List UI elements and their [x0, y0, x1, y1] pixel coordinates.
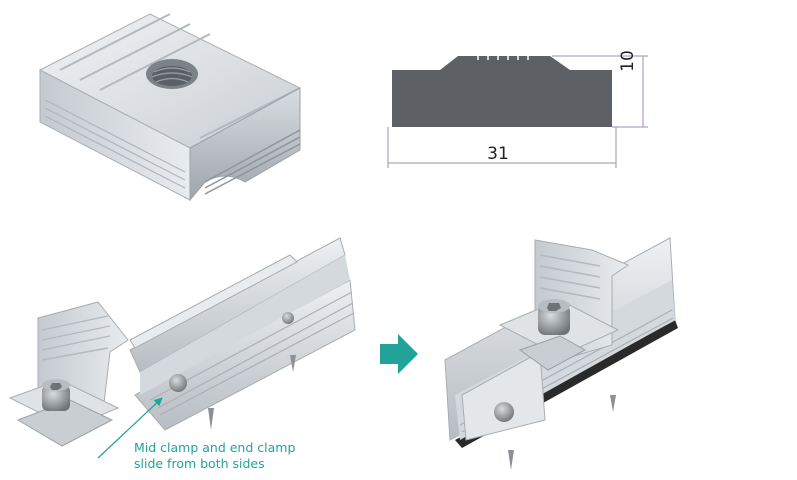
rail-assembly-before: [8, 237, 356, 447]
pointer-arrow-icon: [97, 397, 163, 459]
caption-line-2: slide from both sides: [134, 456, 265, 471]
profile-shape: [392, 56, 612, 127]
end-clamp: [8, 301, 129, 447]
right-arrow-icon: [380, 334, 418, 374]
mid-clamp-screw: [538, 305, 570, 335]
slide-caption: Mid clamp and end clamp slide from both …: [134, 440, 295, 472]
assembled-screw-head: [494, 402, 514, 422]
end-clamp-screw: [42, 385, 70, 411]
rail-spikes: [208, 355, 296, 430]
height-dimension-label: 10: [618, 50, 638, 72]
height-dimension: [552, 55, 648, 128]
cross-section-profile: 31 10: [387, 50, 648, 168]
rail-assembly-after: [444, 237, 678, 470]
caption-line-1: Mid clamp and end clamp: [134, 440, 296, 455]
width-dimension: [387, 127, 617, 168]
slot-nut-block: [38, 13, 302, 202]
mounted-mid-clamp: [498, 239, 630, 371]
rail-screw-head-1: [169, 374, 187, 392]
width-dimension-label: 31: [487, 144, 509, 164]
rail-screw-head-2: [282, 312, 294, 324]
